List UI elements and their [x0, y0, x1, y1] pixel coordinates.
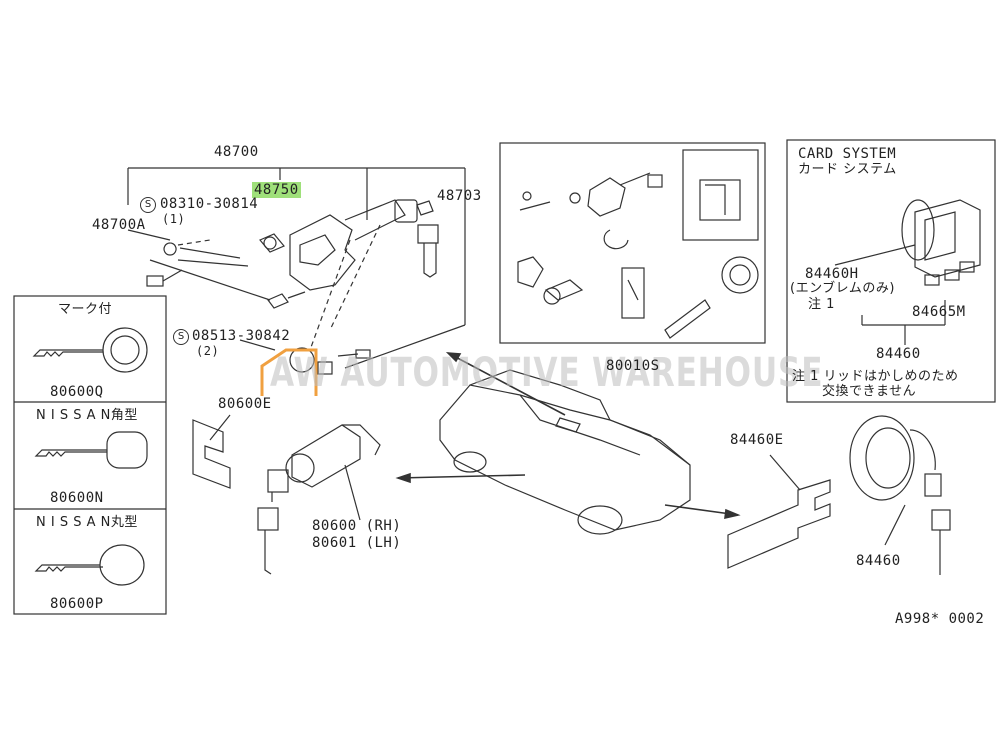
label-emblem-only: (エンブレムのみ)	[790, 281, 895, 296]
label-48750[interactable]: 48750	[252, 182, 301, 198]
label-84460h[interactable]: 84460H	[805, 266, 859, 282]
door-lock-cylinder	[257, 424, 381, 575]
watermark-text: AW AUTOMOTIVE WAREHOUSE	[270, 350, 824, 396]
diagram-code: A998* 0002	[895, 611, 985, 627]
kit-parts	[517, 172, 759, 339]
key-48703	[417, 224, 439, 278]
fuel-lid	[849, 415, 951, 575]
main-assembly-bracket	[127, 167, 466, 369]
label-note-ref: 注 1	[808, 297, 835, 312]
card-system-title-jp: カード システム	[798, 162, 897, 177]
label-80601-lh[interactable]: 80601 (LH)	[312, 535, 402, 551]
label-80600e[interactable]: 80600E	[218, 396, 272, 412]
label-84460-bottom[interactable]: 84460	[856, 553, 901, 569]
label-48700[interactable]: 48700	[214, 144, 259, 160]
keys-row-1-part[interactable]: 80600Q	[50, 384, 104, 400]
label-80010s[interactable]: 80010S	[606, 358, 660, 374]
label-48700a[interactable]: 48700A	[92, 217, 146, 233]
screw-symbol-icon: S	[173, 329, 189, 345]
label-84665m[interactable]: 84665M	[912, 304, 966, 320]
label-screw-1-qty: (1)	[162, 212, 186, 226]
key-80600p	[34, 544, 145, 586]
watermark-logo-icon	[260, 348, 318, 396]
card-system-parts	[834, 199, 981, 345]
key-80600q	[32, 327, 148, 373]
label-48703[interactable]: 48703	[437, 188, 482, 204]
screw-symbol-icon: S	[140, 197, 156, 213]
label-08513-30842[interactable]: 08513-30842	[192, 328, 291, 344]
bracket-84460e	[727, 454, 831, 569]
keys-row-3-part[interactable]: 80600P	[50, 596, 104, 612]
label-84460e[interactable]: 84460E	[730, 432, 784, 448]
keys-row-2-label: N I S S A N角型	[36, 408, 138, 423]
steering-lock-body	[146, 199, 434, 309]
label-80600-rh[interactable]: 80600 (RH)	[312, 518, 402, 534]
highlight-48750[interactable]: 48750	[252, 182, 301, 198]
note-line-2: 交換できません	[822, 384, 917, 399]
leader-arrows	[395, 352, 741, 520]
bracket-80600e	[192, 414, 231, 489]
keys-row-1-label: マーク付	[58, 302, 113, 317]
keys-row-2-part[interactable]: 80600N	[50, 490, 104, 506]
label-08310-30814[interactable]: 08310-30814	[160, 196, 259, 212]
key-80600n	[34, 431, 148, 469]
keys-row-3-label: N I S S A N丸型	[36, 515, 138, 530]
note-line-1: 注 1 リッドはかしめのため	[792, 369, 959, 384]
label-screw-2-qty: (2)	[196, 344, 220, 358]
label-84460[interactable]: 84460	[876, 346, 921, 362]
card-system-title: CARD SYSTEM	[798, 146, 897, 162]
